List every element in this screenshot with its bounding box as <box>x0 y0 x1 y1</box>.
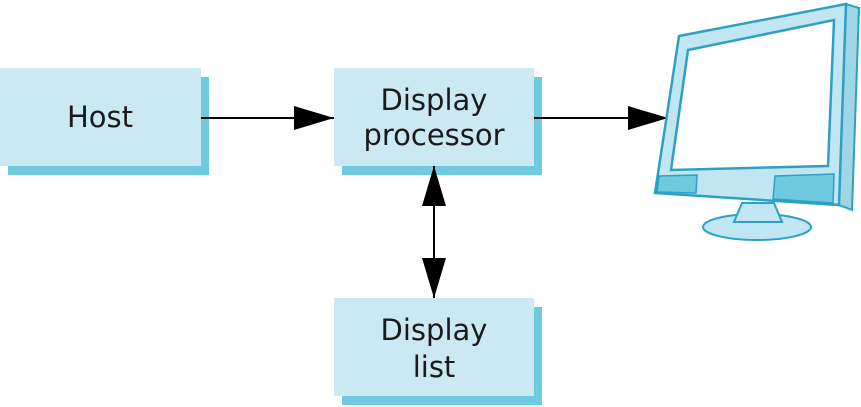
display-list-label-line1: Display <box>381 313 488 347</box>
display-processor-box: Display processor <box>334 68 542 175</box>
display-processor-label-line2: processor <box>363 118 504 152</box>
display-list-box: Display list <box>334 298 542 405</box>
monitor-icon <box>653 2 861 241</box>
host-box: Host <box>0 68 209 175</box>
host-label: Host <box>67 100 133 134</box>
display-list-label-line2: list <box>413 350 456 384</box>
display-processor-label-line1: Display <box>381 83 488 117</box>
